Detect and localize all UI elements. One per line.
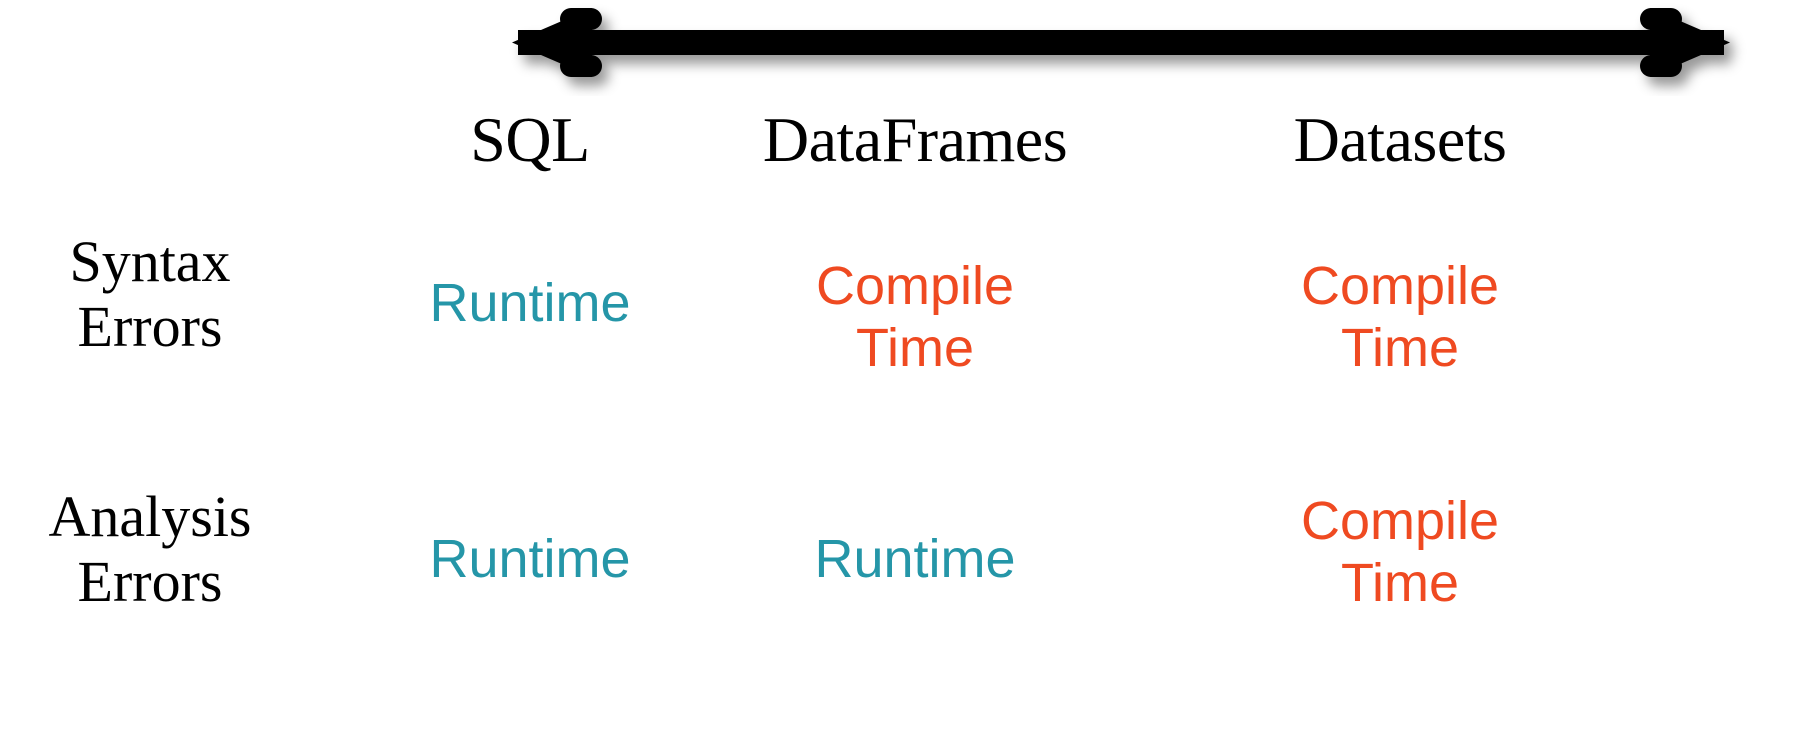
row-label-syntax-errors: Syntax Errors bbox=[0, 229, 300, 360]
row-label-analysis-errors: Analysis Errors bbox=[0, 484, 300, 615]
row-label-line-1: Analysis bbox=[48, 484, 252, 549]
row-label-line-1: Syntax bbox=[69, 229, 231, 294]
cell-syntax-sql: Runtime bbox=[429, 273, 631, 333]
column-header-dataframes: DataFrames bbox=[762, 104, 1068, 175]
cell-syntax-datasets: Compile Time bbox=[1300, 256, 1500, 379]
cell-syntax-dataframes: Compile Time bbox=[815, 256, 1015, 379]
cell-analysis-datasets: Compile Time bbox=[1300, 491, 1500, 614]
column-header-sql: SQL bbox=[470, 104, 590, 175]
row-label-line-2: Errors bbox=[77, 293, 223, 359]
cell-analysis-sql: Runtime bbox=[429, 529, 631, 589]
spectrum-double-arrow-icon bbox=[440, 0, 1800, 96]
row-label-line-2: Errors bbox=[77, 548, 223, 614]
cell-analysis-dataframes: Runtime bbox=[814, 529, 1016, 589]
column-header-datasets: Datasets bbox=[1293, 104, 1507, 175]
